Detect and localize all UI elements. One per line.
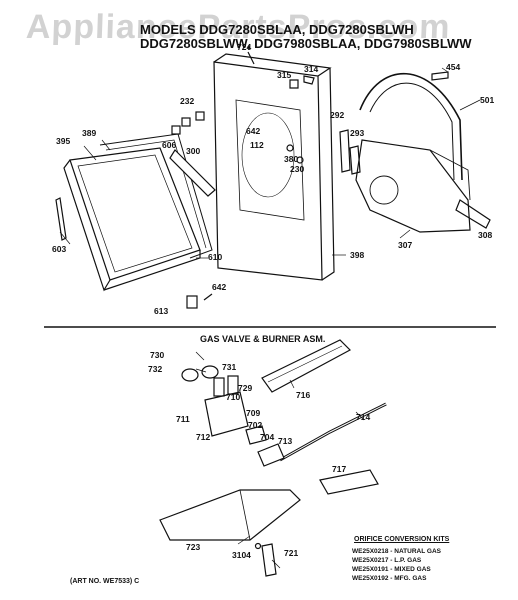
door-inner-frame xyxy=(99,133,213,259)
part-label-293: 293 xyxy=(350,128,365,138)
part-713 xyxy=(257,443,285,467)
part-292 xyxy=(339,129,351,173)
part-label-501: 501 xyxy=(480,95,495,105)
bracket-721 xyxy=(261,543,277,577)
part-label-398: 398 xyxy=(350,250,365,260)
tube-714-inner xyxy=(279,403,387,461)
kit-item: WE25X0191 - MIXED GAS xyxy=(352,566,431,573)
part-230 xyxy=(296,156,304,164)
part-label-731: 731 xyxy=(222,362,237,372)
part-454 xyxy=(431,71,449,81)
part-label-730: 730 xyxy=(150,350,165,360)
part-label-230: 230 xyxy=(290,164,305,174)
latch-613 xyxy=(186,295,198,309)
door-strip xyxy=(169,149,216,197)
bulkhead-307 xyxy=(355,139,471,233)
part-label-380: 380 xyxy=(284,154,299,164)
part-308 xyxy=(455,199,491,229)
part-label-613: 613 xyxy=(154,306,169,316)
gas-valve-body xyxy=(204,375,249,437)
burner-716 xyxy=(261,339,351,393)
door-handle xyxy=(55,197,67,241)
part-315 xyxy=(289,79,299,89)
part-label-314: 314 xyxy=(304,64,319,74)
models-line-1: MODELS DDG7280SBLAA, DDG7280SBLWH xyxy=(140,22,414,37)
duct-ring-501 xyxy=(359,72,463,181)
part-label-711: 711 xyxy=(176,414,190,424)
part-label-315: 315 xyxy=(277,70,292,80)
hinge-part-232 xyxy=(181,117,191,127)
door-panel xyxy=(63,147,201,292)
kit-item: WE25X0217 - L.P. GAS xyxy=(352,557,422,564)
part-label-714: 714 xyxy=(356,412,371,422)
section-title-gas-valve: GAS VALVE & BURNER ASM. xyxy=(200,334,326,344)
kit-item: WE25X0218 - NATURAL GAS xyxy=(352,548,441,555)
art-number: (ART NO. WE7533) C xyxy=(70,578,140,585)
part-724 xyxy=(247,51,255,65)
part-label-603: 603 xyxy=(52,244,67,254)
part-label-3104: 3104 xyxy=(232,550,251,560)
part-label-717: 717 xyxy=(332,464,347,474)
part-label-610: 610 xyxy=(208,252,223,262)
part-label-292: 292 xyxy=(330,110,345,120)
part-label-454: 454 xyxy=(446,62,461,72)
part-label-389: 389 xyxy=(82,128,97,138)
part-label-724: 724 xyxy=(237,42,252,52)
part-label-712: 712 xyxy=(196,432,211,442)
part-label-732: 732 xyxy=(148,364,163,374)
screw-642b xyxy=(203,293,213,301)
part-717 xyxy=(319,469,379,495)
part-label-112: 112 xyxy=(250,140,264,150)
part-label-307: 307 xyxy=(398,240,413,250)
part-label-723: 723 xyxy=(186,542,201,552)
kit-item: WE25X0192 - MFG. GAS xyxy=(352,575,427,582)
part-label-395: 395 xyxy=(56,136,71,146)
part-label-308: 308 xyxy=(478,230,493,240)
models-line-2: DDG7280SBLWW, DDG7980SBLAA, DDG7980SBLWW xyxy=(140,36,472,51)
part-label-300: 300 xyxy=(186,146,201,156)
part-label-713: 713 xyxy=(278,436,293,446)
leader-lines xyxy=(59,67,481,569)
kits-title: ORIFICE CONVERSION KITS xyxy=(354,536,450,543)
hinge-part-232b xyxy=(195,111,205,121)
part-380 xyxy=(286,144,294,152)
part-label-642a: 642 xyxy=(246,126,261,136)
part-label-710: 710 xyxy=(226,392,241,402)
part-label-721: 721 xyxy=(284,548,299,558)
part-label-716: 716 xyxy=(296,390,311,400)
part-label-606: 606 xyxy=(162,140,177,150)
part-label-232: 232 xyxy=(180,96,195,106)
part-label-642b: 642 xyxy=(212,282,227,292)
part-label-709: 709 xyxy=(246,408,261,418)
bracket-723 xyxy=(159,489,301,541)
screw-3104 xyxy=(254,542,262,550)
part-label-704: 704 xyxy=(260,432,275,442)
part-606 xyxy=(171,125,181,135)
part-label-702: 702 xyxy=(248,420,263,430)
part-704 xyxy=(245,425,267,445)
front-panel xyxy=(213,53,335,281)
coils-731 xyxy=(181,365,219,382)
part-314 xyxy=(303,75,315,85)
part-293 xyxy=(349,145,361,175)
part-label-729: 729 xyxy=(238,383,253,393)
